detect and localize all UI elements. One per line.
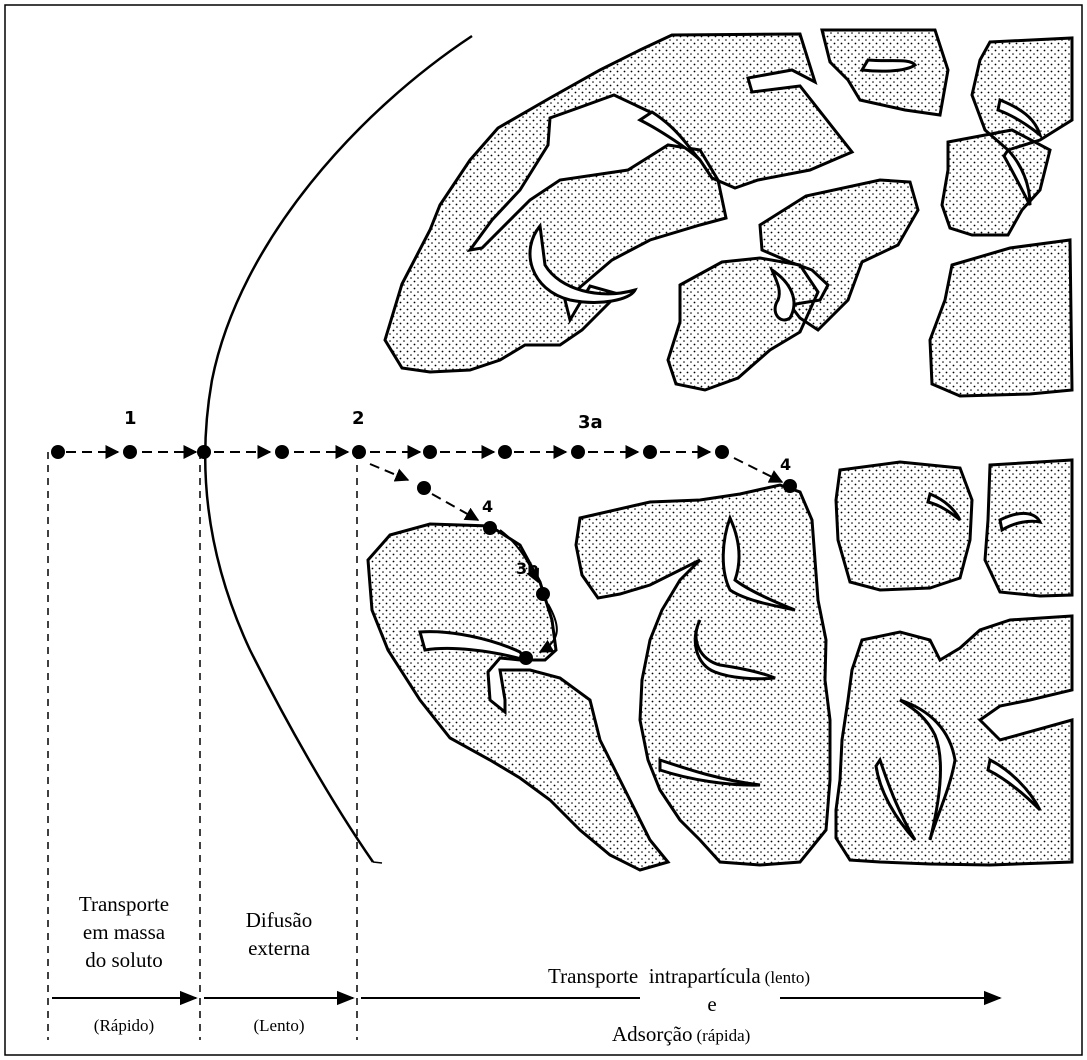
external-line-2: externa: [208, 934, 350, 962]
bulk-line-2: em massa: [56, 918, 192, 946]
step-label-4-right: 4: [780, 455, 791, 474]
step-label-1: 1: [124, 408, 137, 429]
adsorption-caption: Adsorção (rápida): [612, 1020, 912, 1048]
intraparticle-title: Transporte intrapartícula: [548, 964, 761, 988]
external-rate-caption: (Lento): [208, 1016, 350, 1036]
bulk-rate-caption: (Rápido): [56, 1016, 192, 1036]
step-label-3b: 3b: [516, 559, 539, 578]
intraparticle-caption: Transporte intrapartícula (lento): [548, 962, 968, 990]
external-line-1: Difusão: [208, 906, 350, 934]
bulk-line-1: Transporte: [56, 890, 192, 918]
step-label-2: 2: [352, 408, 365, 429]
external-diffusion-caption: Difusão externa: [208, 906, 350, 962]
lower-particle: [368, 460, 1072, 870]
adsorption-title: Adsorção: [612, 1022, 692, 1046]
step-label-4-left: 4: [482, 497, 493, 516]
step-label-3a: 3a: [578, 412, 603, 433]
bulk-transport-caption: Transporte em massa do soluto: [56, 890, 192, 974]
adsorption-rate: (rápida): [696, 1026, 750, 1045]
upper-particle: [385, 30, 1072, 396]
intraparticle-rate: (lento): [765, 968, 810, 987]
bulk-line-3: do soluto: [56, 946, 192, 974]
conjunction-e: e: [700, 990, 724, 1018]
